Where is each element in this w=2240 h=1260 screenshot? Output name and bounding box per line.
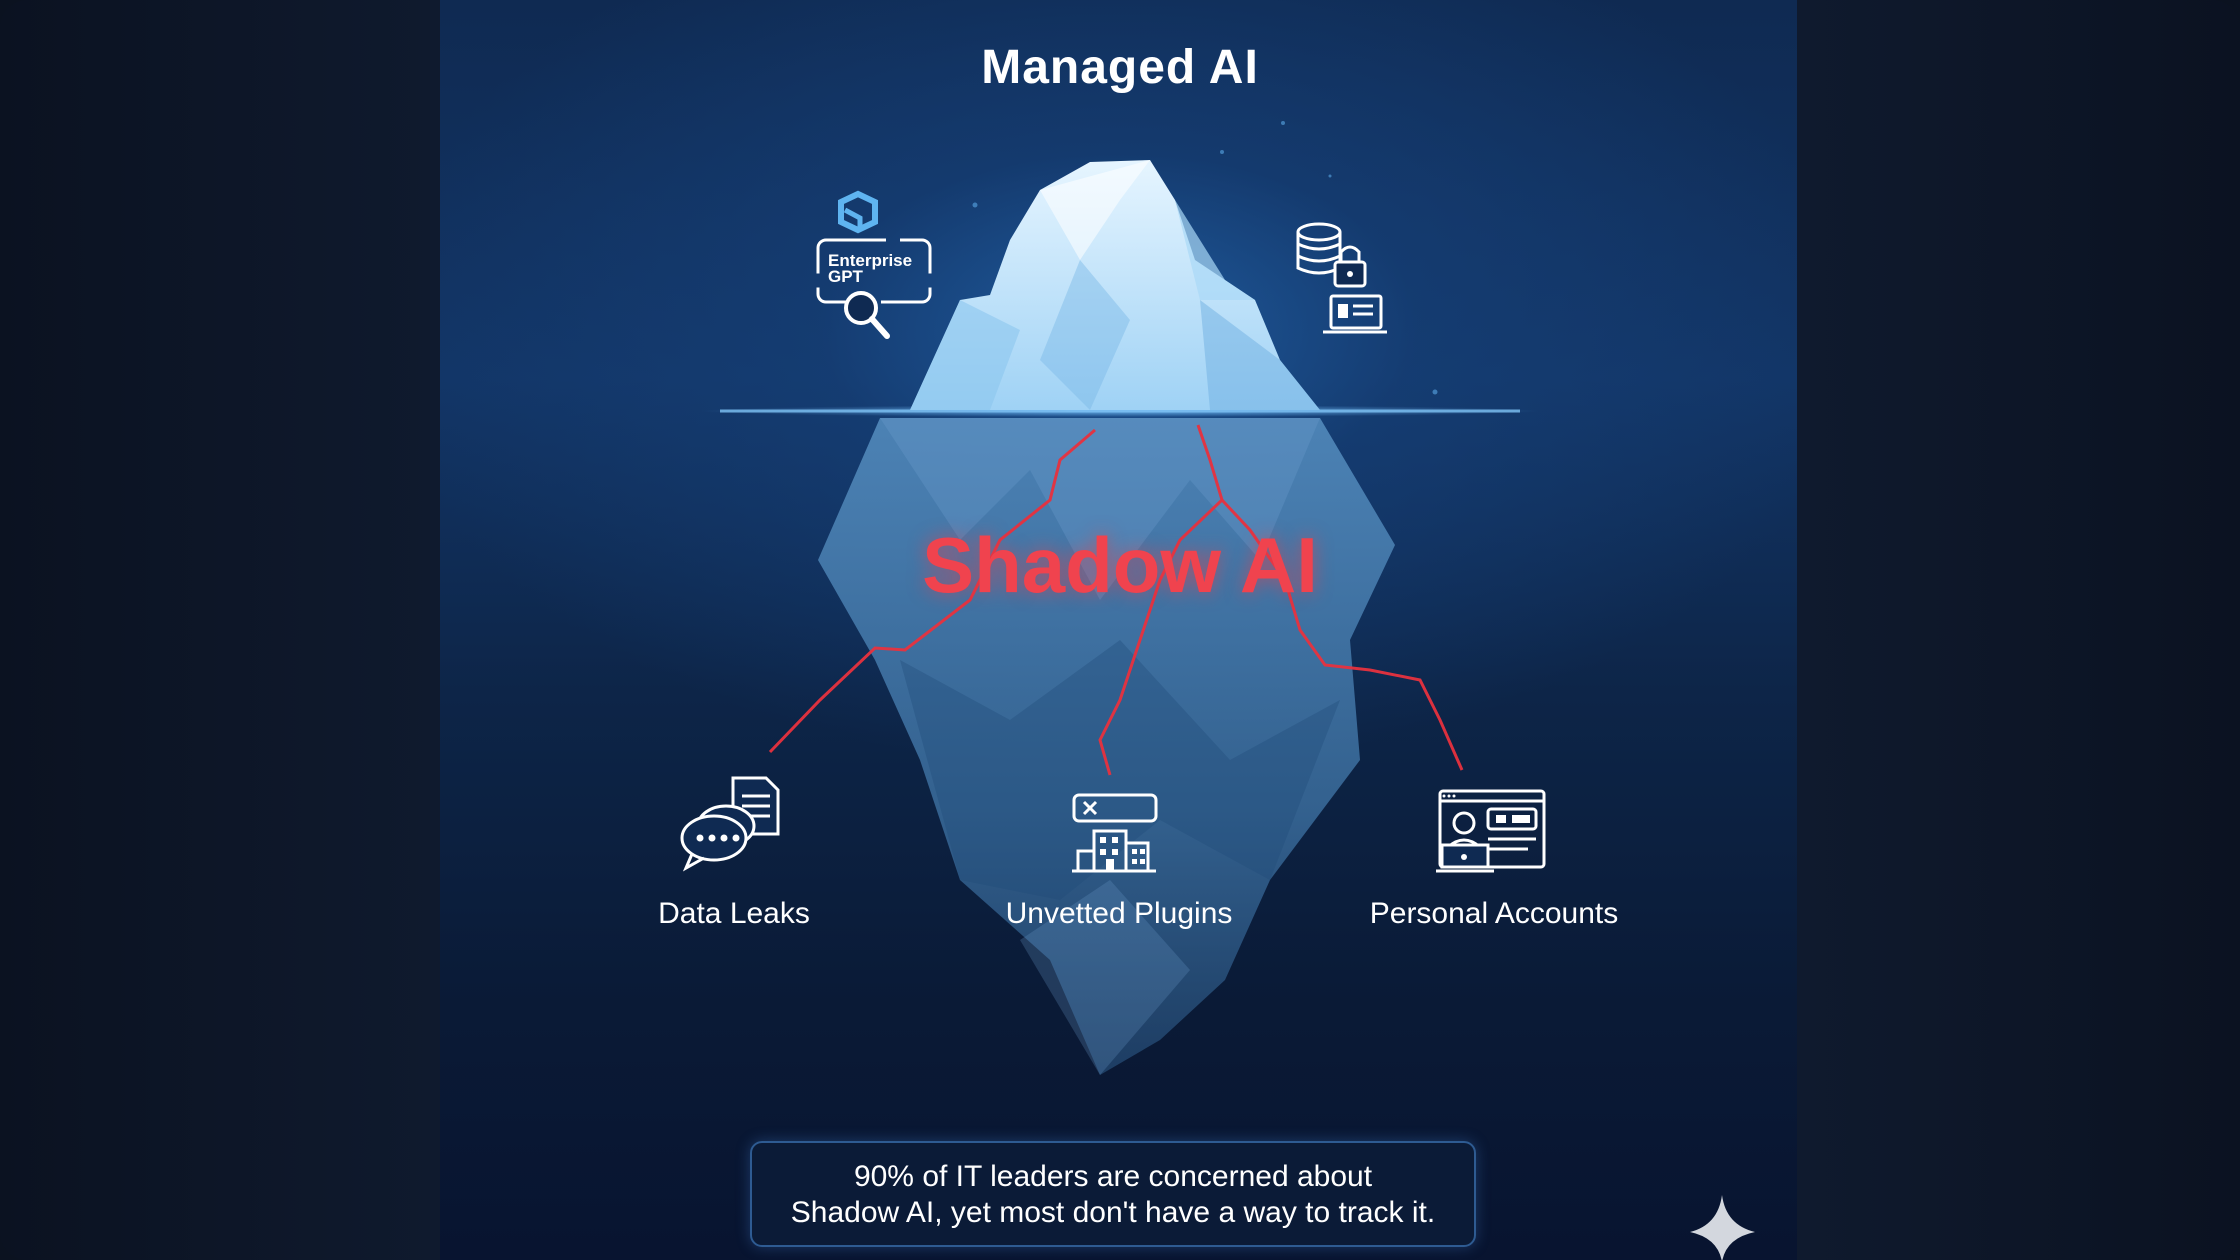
enterprise-gpt-label: Enterprise GPT xyxy=(828,251,913,286)
database-lock-icon xyxy=(1296,222,1387,334)
plugin-building-icon xyxy=(1072,793,1158,873)
data-leaks-label: Data Leaks xyxy=(658,897,810,930)
shadow-ai-title: Shadow AI xyxy=(922,521,1318,609)
right-margin xyxy=(1797,0,2240,1260)
personal-accounts-label: Personal Accounts xyxy=(1369,897,1619,930)
gpt-label: GPT xyxy=(828,267,863,286)
enterprise-gpt-search-icon xyxy=(816,190,932,339)
enterprise-label: Enterprise xyxy=(828,251,913,270)
callout-line-2: Shadow AI, yet most don't have a way to … xyxy=(790,1196,1436,1229)
gemini-sparkle-icon xyxy=(1690,1195,1755,1260)
background-sparkles xyxy=(972,121,1438,395)
page-title: Managed AI xyxy=(981,41,1259,94)
red-cracks xyxy=(768,424,1464,776)
chat-document-icon xyxy=(680,776,780,872)
user-browser-icon xyxy=(1436,789,1546,873)
callout-line-1: 90% of IT leaders are concerned about xyxy=(853,1160,1373,1193)
unvetted-plugins-label: Unvetted Plugins xyxy=(1005,897,1233,930)
iceberg-submerged xyxy=(818,418,1395,1075)
statistic-callout: 90% of IT leaders are concerned about Sh… xyxy=(750,1141,1476,1247)
left-margin xyxy=(0,0,440,1260)
